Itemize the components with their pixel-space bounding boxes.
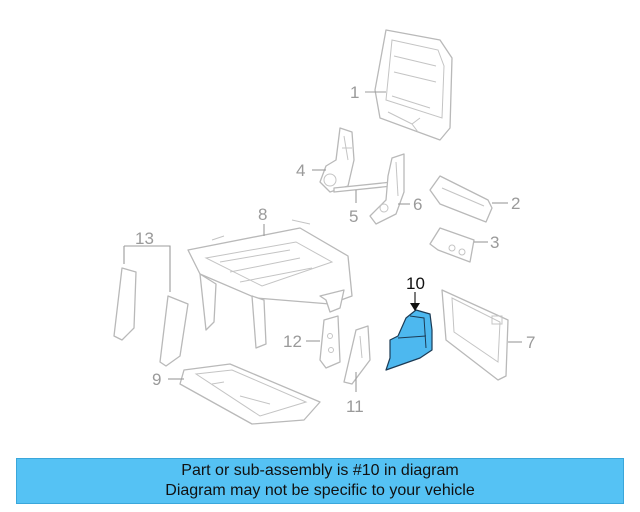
part-2-bracket [429, 175, 493, 223]
part-7-side-panel [441, 289, 509, 381]
leader-line-13 [123, 245, 171, 292]
banner-line-2: Diagram may not be specific to your vehi… [165, 482, 475, 499]
callout-2: 2 [511, 194, 520, 213]
callout-3: 3 [490, 233, 499, 252]
callout-10: 10 [406, 274, 425, 293]
part-6-bracket [369, 153, 405, 225]
callout-7: 7 [526, 333, 535, 352]
callout-5: 5 [349, 207, 358, 226]
callout-11: 11 [346, 397, 364, 416]
parts-diagram: 1 4 5 6 2 3 8 [113, 29, 535, 425]
part-4-recliner [319, 127, 355, 193]
banner-line-1: Part or sub-assembly is #10 in diagram [181, 462, 459, 479]
info-banner: Part or sub-assembly is #10 in diagram D… [16, 458, 624, 504]
part-9-floor-tray [179, 363, 321, 425]
callout-4: 4 [296, 161, 305, 180]
part-8-cushion-frame [187, 219, 353, 349]
part-12-bracket [319, 315, 341, 369]
callout-9: 9 [152, 370, 161, 389]
part-3-bracket [429, 227, 475, 263]
callout-1: 1 [350, 83, 359, 102]
callout-6: 6 [413, 195, 422, 214]
arrow-10 [410, 303, 420, 311]
part-11-bracket [343, 325, 371, 385]
callout-8: 8 [258, 205, 267, 224]
part-10-highlighted-panel[interactable] [385, 309, 433, 371]
part-1-seatback-frame [374, 29, 453, 141]
callout-13: 13 [135, 229, 154, 248]
part-13-trim-panels [113, 267, 189, 367]
callout-12: 12 [283, 332, 302, 351]
